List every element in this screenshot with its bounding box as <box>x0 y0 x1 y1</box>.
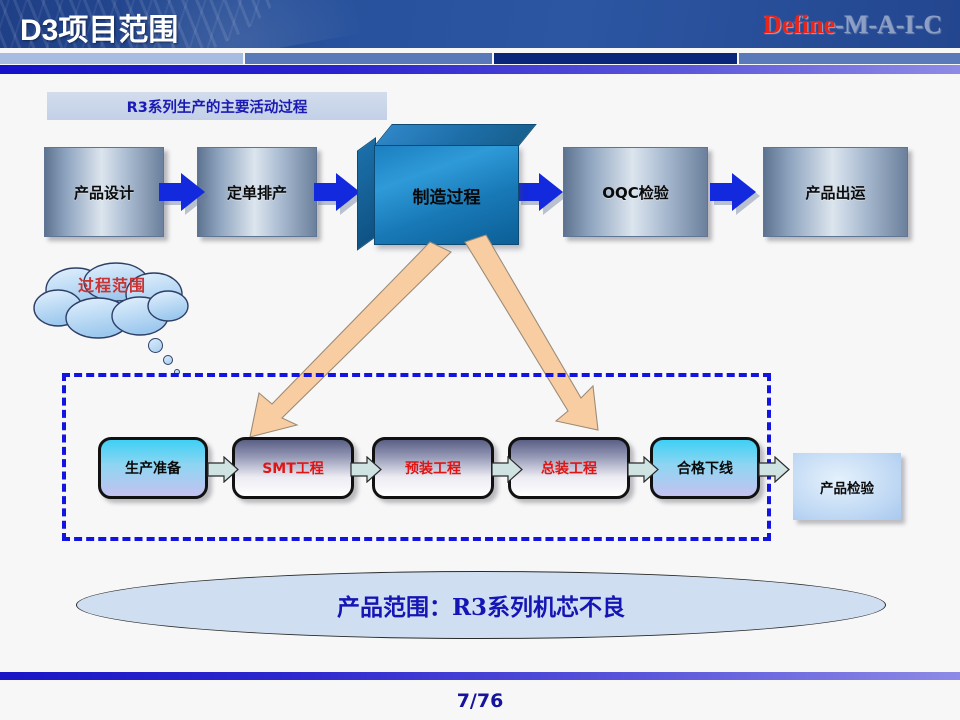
header-gradient-rule <box>0 65 960 74</box>
process-scope-dashed-region <box>62 373 771 541</box>
process-box-label: 产品设计 <box>73 183 134 202</box>
subtitle-banner: R3系列生产的主要活动过程 <box>47 92 387 120</box>
process-cube-manufacturing: 制造过程 <box>357 124 537 251</box>
page-number: 7/76 <box>456 690 504 712</box>
box-product-inspection-label: 产品检验 <box>820 480 874 497</box>
subtitle-label: R3系列生产的主要活动过程 <box>126 99 308 116</box>
process-box-product-design: 产品设计 <box>44 147 164 237</box>
step-box-label: 预装工程 <box>405 461 461 477</box>
step-box-label: 总装工程 <box>541 461 597 477</box>
cube-label: 制造过程 <box>412 187 481 208</box>
summary-ellipse: 产品范围：R3系列机芯不良 <box>76 571 886 639</box>
cube-top-face <box>374 124 537 146</box>
header-band-4 <box>739 53 960 64</box>
right-chevron-arrow-icon <box>310 170 366 215</box>
pale-chevron-arrow-icon <box>350 455 382 484</box>
process-box-order-scheduling: 定单排产 <box>197 147 317 237</box>
step-box-label: SMT工程 <box>262 461 324 477</box>
step-box-smt-process: SMT工程 <box>232 437 354 499</box>
dmaic-rest-label: -M-A-I-C <box>835 10 942 39</box>
step-box-pre-assembly: 预装工程 <box>372 437 494 499</box>
right-chevron-arrow-icon <box>155 170 211 215</box>
box-product-inspection: 产品检验 <box>793 453 901 520</box>
cloud-callout-label: 过程范围 <box>77 276 146 295</box>
step-box-final-assembly: 总装工程 <box>508 437 630 499</box>
pale-chevron-arrow-icon <box>207 455 239 484</box>
header-band-1 <box>0 53 243 64</box>
thought-bubble-icon <box>163 355 173 365</box>
process-box-label: 定单排产 <box>226 183 287 202</box>
right-chevron-arrow-icon <box>513 170 569 215</box>
process-box-label: OQC检验 <box>602 183 669 202</box>
step-box-qualified-offline: 合格下线 <box>650 437 760 499</box>
thought-cloud-icon: 过程范围 <box>28 262 196 344</box>
process-box-product-shipment: 产品出运 <box>763 147 908 237</box>
step-box-label: 合格下线 <box>677 461 733 477</box>
page-title: D3项目范围 <box>20 14 179 47</box>
pale-chevron-arrow-icon <box>491 455 523 484</box>
dmaic-define-label: Define <box>762 10 836 39</box>
right-chevron-arrow-icon <box>706 170 762 215</box>
step-box-production-prep: 生产准备 <box>98 437 208 499</box>
header-band-3 <box>494 53 737 64</box>
process-box-label: 产品出运 <box>805 183 866 202</box>
summary-label: 产品范围：R3系列机芯不良 <box>336 594 626 621</box>
cube-front-face: 制造过程 <box>374 145 519 245</box>
pale-chevron-arrow-icon <box>758 455 790 484</box>
pale-chevron-arrow-icon <box>627 455 659 484</box>
header-band-2 <box>245 53 492 64</box>
slide-header: D3项目范围 Define-M-A-I-C <box>0 0 960 48</box>
dmaic-phase-indicator: Define-M-A-I-C <box>763 10 942 40</box>
process-box-oqc-inspection: OQC检验 <box>563 147 708 237</box>
thought-bubble-icon <box>148 338 163 353</box>
step-box-label: 生产准备 <box>125 461 181 477</box>
footer-gradient-rule <box>0 672 960 680</box>
